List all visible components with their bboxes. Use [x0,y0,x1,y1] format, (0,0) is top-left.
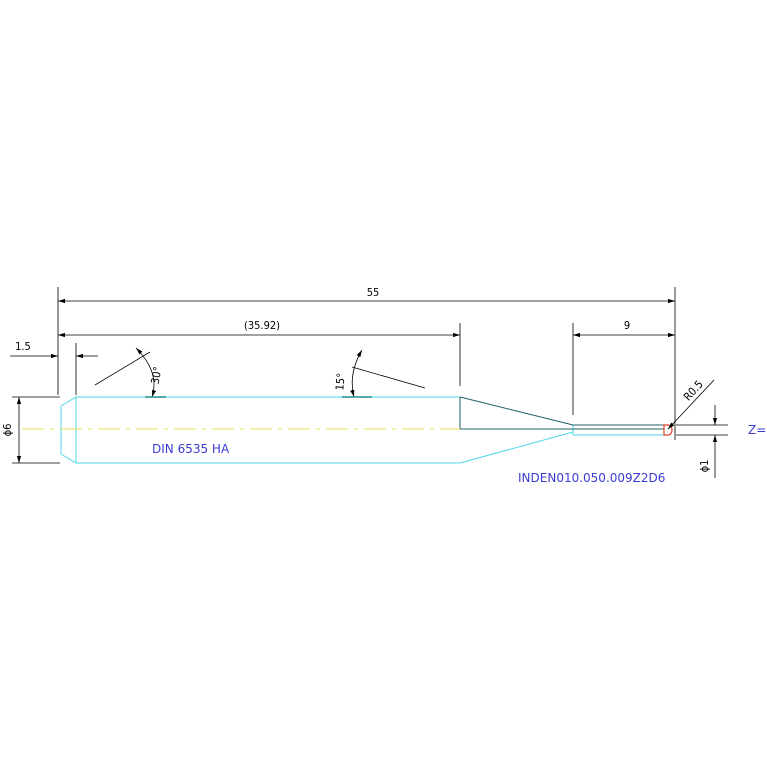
dim-35-text: (35.92) [244,319,280,332]
angle-30-leg [94,351,151,386]
flutes-label: Z=2 [748,423,767,437]
dim-phi1-text: ϕ1 [698,460,711,473]
angle-30-arc [135,347,157,398]
dim-9-text: 9 [624,319,630,332]
part-code-label: INDEN010.050.009Z2D6 [518,471,665,485]
standard-label: DIN 6535 HA [152,442,230,456]
angle-15-arc [350,349,363,398]
radius-text: R0.5 [681,378,706,404]
dim-1-5-text: 1.5 [15,340,31,353]
dim-phi6-text: ϕ6 [1,424,14,437]
shank-outline [60,396,460,464]
dim-55-text: 55 [367,286,380,299]
angle-15-text: 15° [333,372,347,391]
dimensions [10,287,728,478]
taper-lower-edge [459,431,574,464]
radius-leader [667,379,715,430]
body-edges [459,396,664,430]
angle-30-text: 30° [149,366,165,386]
taper-upper-edge [459,396,574,426]
angle-15-leg [351,366,426,389]
